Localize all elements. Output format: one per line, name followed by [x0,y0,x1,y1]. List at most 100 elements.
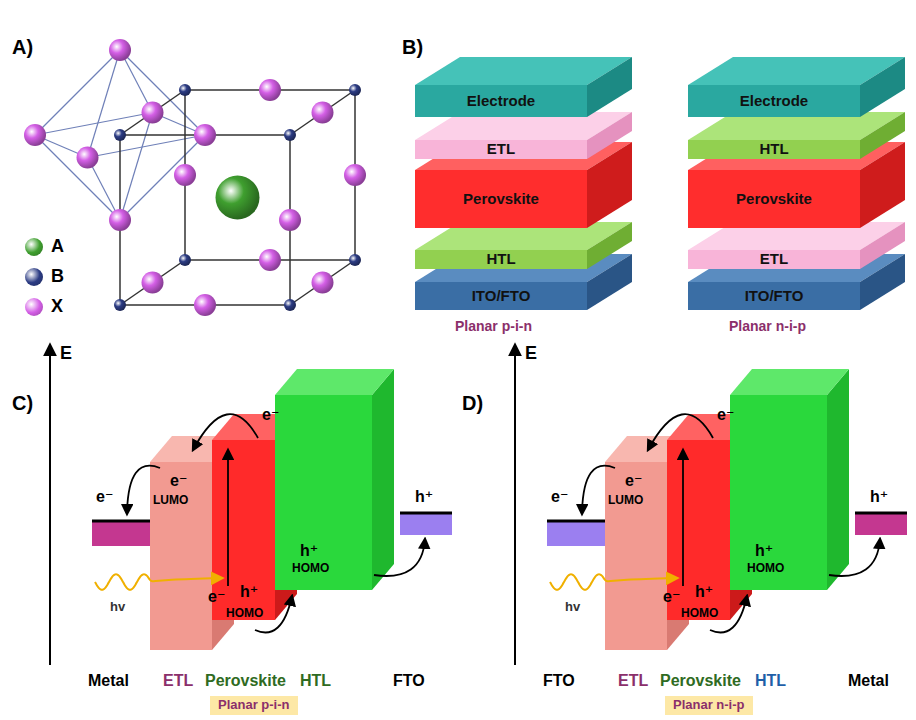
htl-block-side [372,369,394,590]
charge-label: h⁺ [755,542,773,560]
htl-block-front [730,395,827,590]
octahedron-edge [120,50,205,135]
layer-side-face [587,57,632,117]
x-site-atom [174,164,196,186]
layer-label: ETL [618,672,648,690]
device-layer: Perovskite [688,170,860,228]
x-site-atom [109,39,131,61]
unit-cell-edge [290,260,355,305]
legend-text: A [51,236,64,257]
energy-diagram [50,345,452,665]
layer-side-face [587,222,632,269]
structure-caption: Planar p-i-n [210,696,298,715]
x-site-atom [312,272,334,294]
layer-name: ETL [760,251,788,268]
energy-diagram [515,345,907,665]
device-layer: HTL [688,140,860,159]
unit-cell-edge [120,90,185,135]
layer-faces [415,57,905,310]
transfer-arrow [829,539,880,576]
transfer-arrow [648,414,713,450]
panel-label: D) [462,392,483,415]
panel-label: B) [402,36,423,59]
octahedron-edge [120,113,153,221]
layer-side-face [860,57,905,117]
right-electrode [400,514,452,535]
layer-name: ITO/FTO [472,288,531,305]
layer-label: HTL [755,672,786,690]
x-site-atom [312,102,334,124]
layer-label: Perovskite [205,672,286,690]
x-site-atom [259,79,281,101]
legend-entry: A [25,236,64,257]
level-label: HOMO [226,607,263,621]
layer-label: Perovskite [660,672,741,690]
layer-label: Metal [848,672,889,690]
level-label: LUMO [153,494,188,508]
charge-label: e⁻ [717,406,734,424]
structure-caption: Planar n-i-p [665,696,753,715]
b-site-atom [284,299,296,311]
level-label: HOMO [292,562,329,576]
x-site-atom [279,209,301,231]
charge-label: e⁻ [170,472,187,490]
layer-label: Metal [88,672,129,690]
device-layer: ETL [688,250,860,269]
htl-block-front [275,395,372,590]
transfer-arrow [682,450,684,586]
x-site-atom [344,164,366,186]
level-label: HOMO [681,607,718,621]
layer-name: ETL [487,141,515,158]
legend-swatch [25,298,43,316]
x-site-atom [77,147,99,169]
charge-label: e⁻ [625,472,642,490]
transfer-arrow [193,414,258,450]
level-label: HOMO [747,562,784,576]
legend-swatch [25,238,43,256]
charge-label: h⁺ [415,488,433,506]
charge-label: h⁺ [240,583,258,601]
legend-swatch [25,268,43,286]
layer-name: Perovskite [736,191,812,208]
panel-label: A) [12,36,33,59]
htl-block-side [827,369,849,590]
crystal-structure [24,39,366,316]
x-site-atom [142,272,164,294]
b-site-atom [114,129,126,141]
device-layer: Perovskite [415,170,587,228]
device-layer: ITO/FTO [688,282,860,310]
energy-axis [514,345,516,665]
axis-label: E [60,343,72,364]
transfer-arrow [227,450,229,586]
b-site-atom [114,299,126,311]
device-layer: HTL [415,250,587,269]
layer-name: HTL [759,141,788,158]
device-layer: Electrode [688,85,860,117]
left-electrode-level [547,520,605,523]
device-layer: Electrode [415,85,587,117]
photon-wave [550,574,677,590]
x-site-atom [194,124,216,146]
left-electrode [92,522,150,546]
unit-cell-edge [290,90,355,135]
octahedron-edge [88,135,206,158]
b-site-atom [179,254,191,266]
charge-label: h⁺ [300,542,318,560]
x-site-atom [24,124,46,146]
charge-label: h⁺ [695,583,713,601]
b-site-atom [349,254,361,266]
charge-label: e⁻ [96,488,113,506]
octahedron-edge [35,135,120,220]
octahedron-edge [88,50,121,158]
left-electrode [547,522,605,546]
left-electrode-level [92,520,150,523]
layer-name: ITO/FTO [745,288,804,305]
charge-label: h⁺ [870,488,888,506]
charge-label: e⁻ [663,588,680,606]
structure-caption: Planar n-i-p [729,318,806,334]
right-electrode [855,514,907,535]
level-label: LUMO [608,494,643,508]
a-site-atom [216,176,260,220]
panel-label: C) [12,392,33,415]
